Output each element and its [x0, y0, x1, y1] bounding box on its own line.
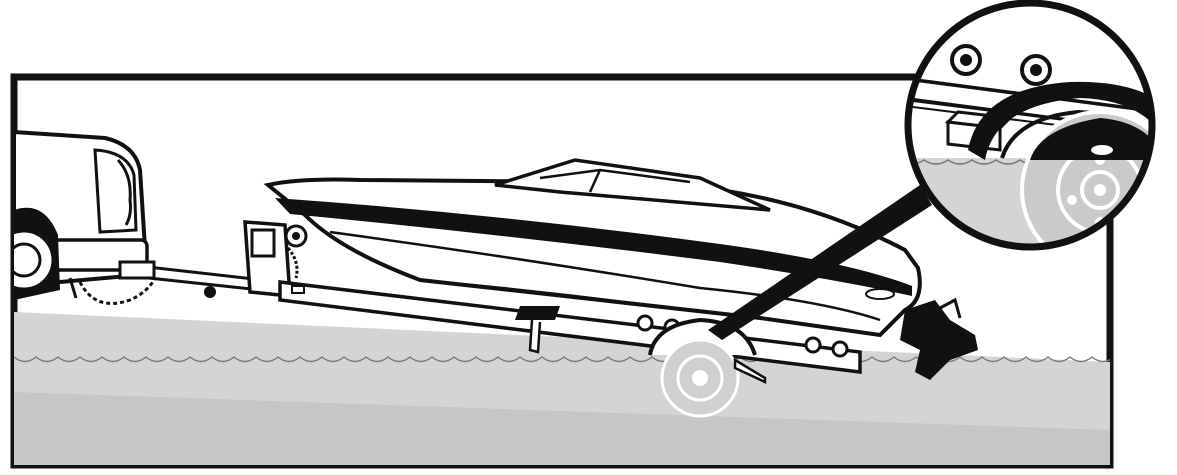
illustration-root: [0, 0, 1177, 475]
boat-launch-illustration: [0, 0, 1177, 475]
